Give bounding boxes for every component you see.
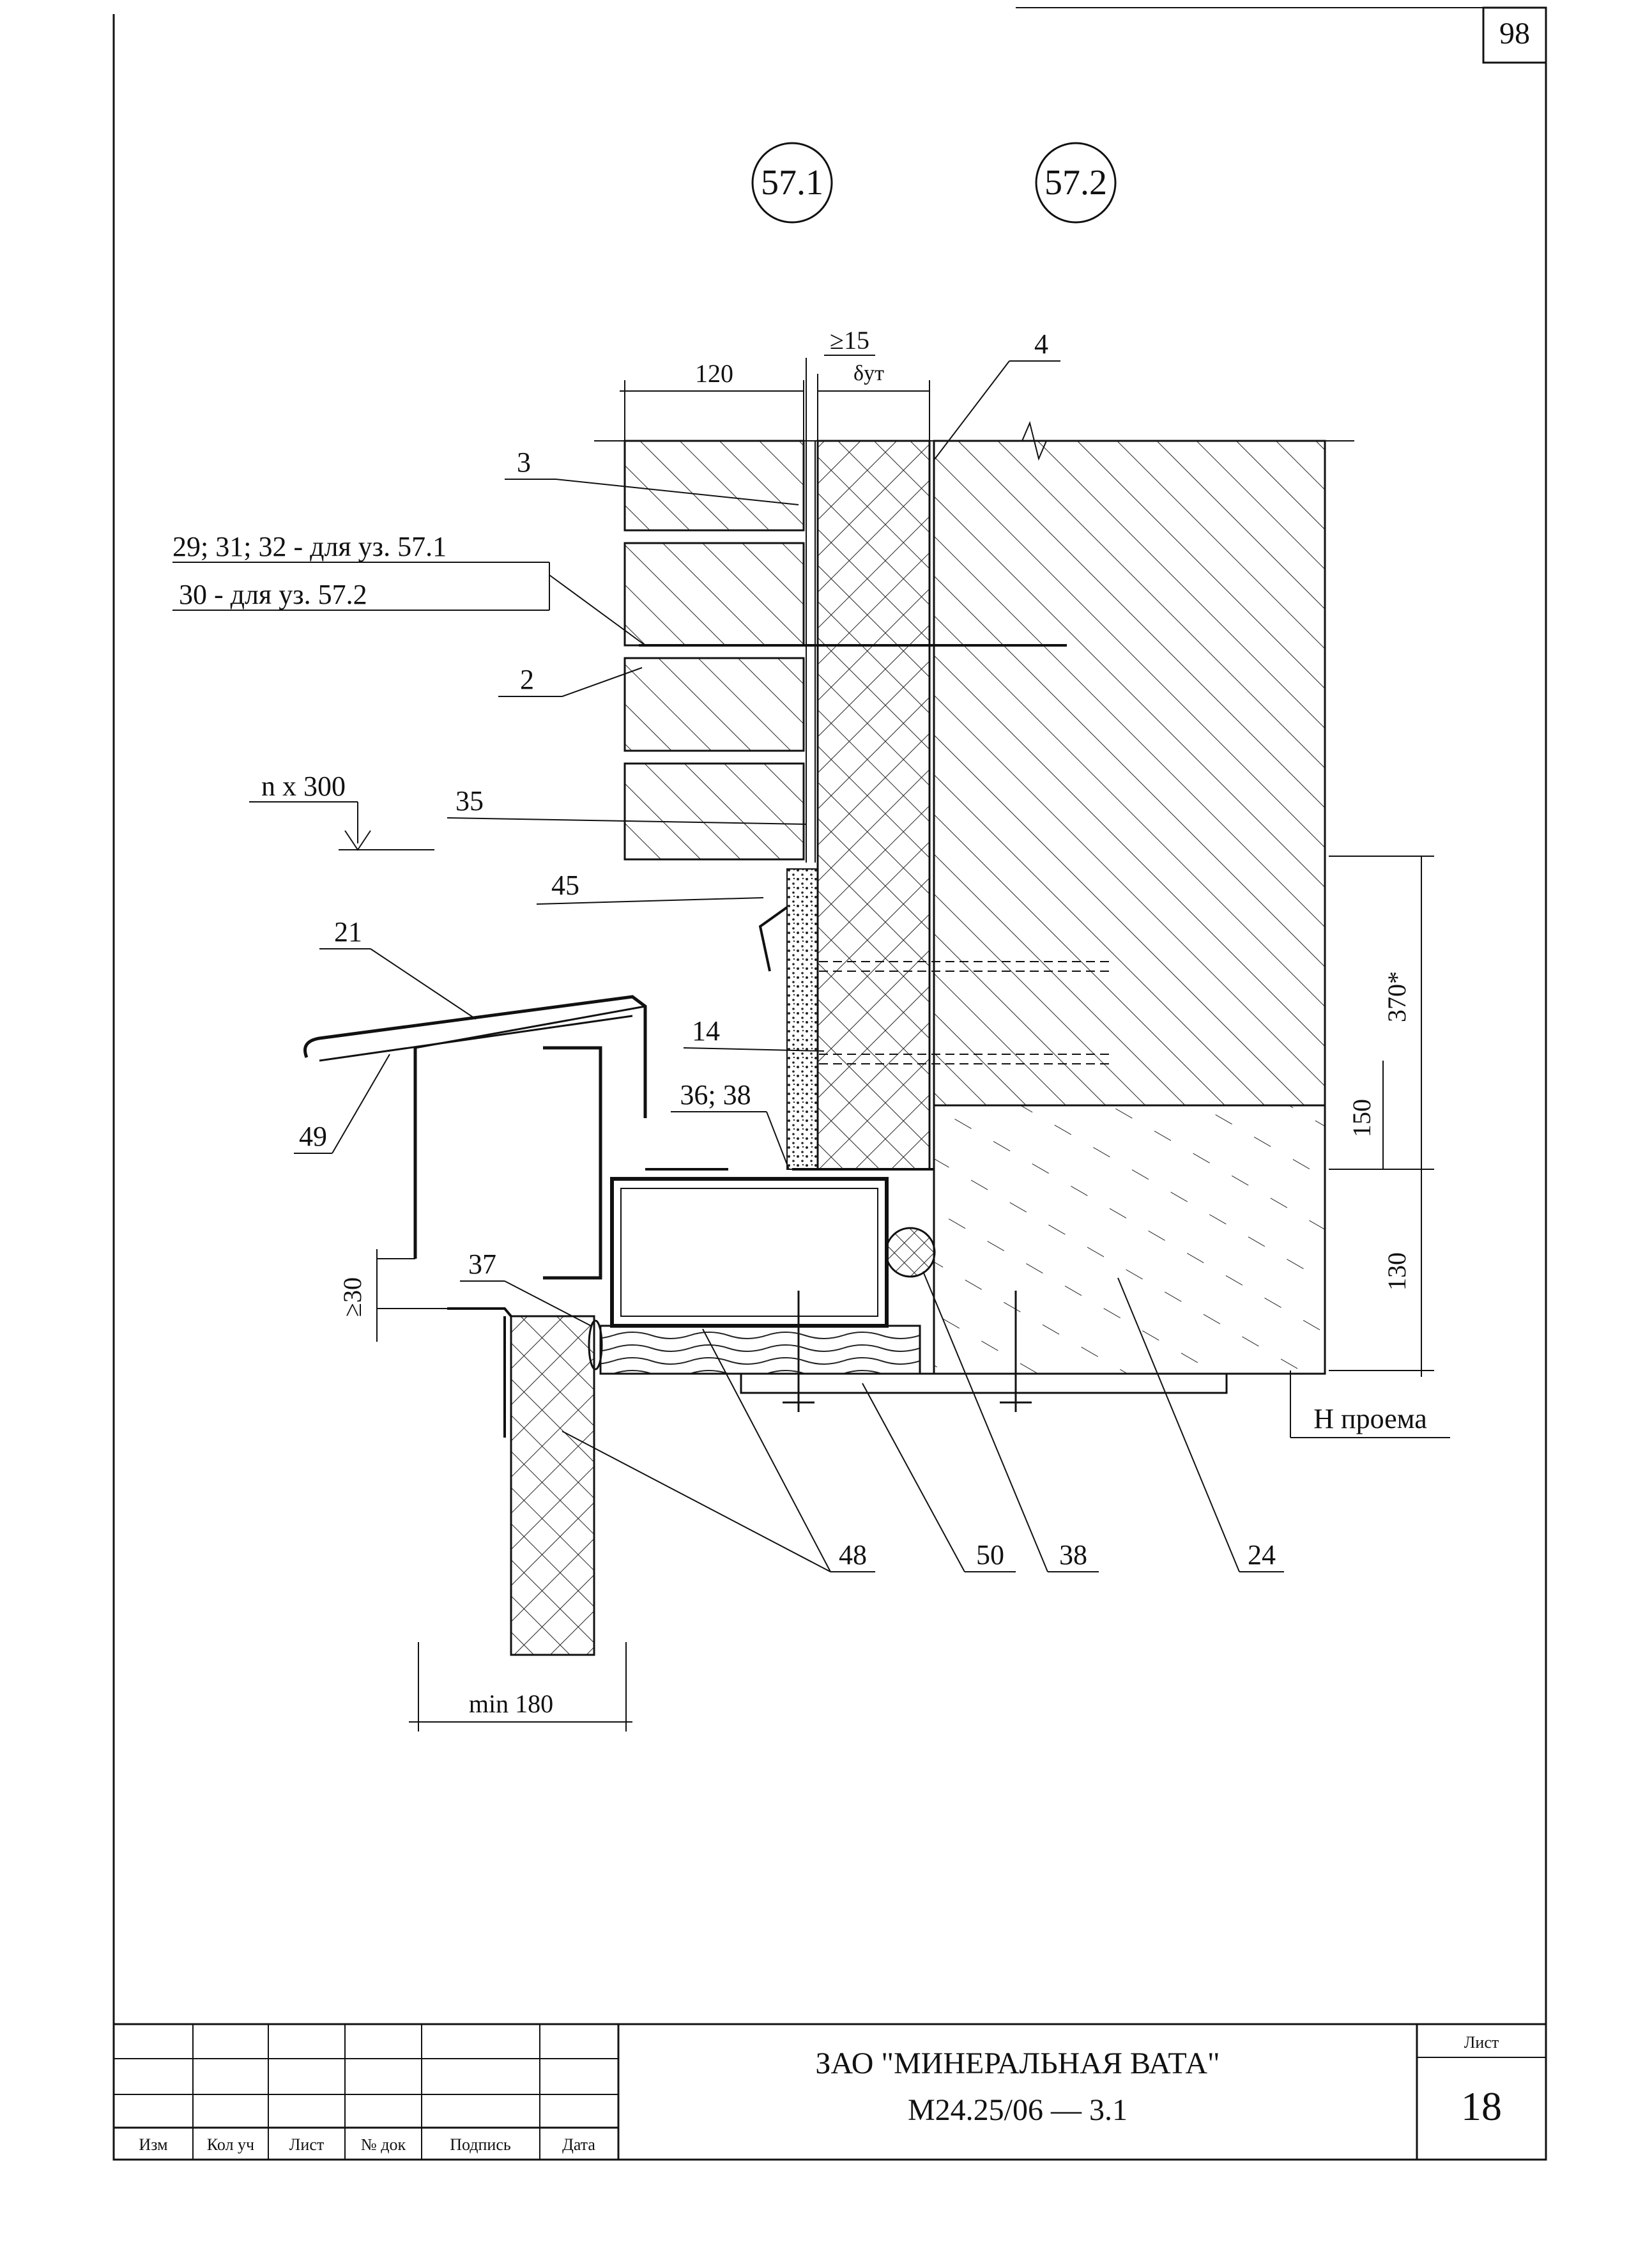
callout-50: 50	[976, 1539, 1004, 1571]
dimension-min-180: min 180	[409, 1642, 632, 1732]
sheet-label: Лист	[1464, 2033, 1499, 2052]
sill-flashing	[303, 906, 788, 1259]
level-marker: n x 300	[249, 771, 434, 851]
callout-48: 48	[839, 1539, 867, 1571]
company-name: ЗАО "МИНЕРАЛЬНАЯ ВАТА"	[815, 2047, 1220, 2080]
document-code: М24.25/06 — 3.1	[908, 2093, 1128, 2127]
opening-level-label: Н проема	[1313, 1403, 1426, 1434]
callout-2: 2	[520, 664, 534, 695]
col-list: Лист	[289, 2135, 324, 2154]
adhesive-strip	[786, 868, 818, 1170]
callout-38: 38	[1059, 1539, 1087, 1571]
page-number: 98	[1499, 17, 1530, 50]
callout-21: 21	[334, 916, 362, 948]
callouts: 3 4 29; 31; 32 - для уз. 57.1 30 - для у…	[172, 328, 1284, 1572]
callout-49: 49	[299, 1121, 327, 1152]
col-izm: Изм	[139, 2135, 167, 2154]
dimension-30-label: ≥30	[338, 1277, 367, 1317]
main-wall	[933, 440, 1326, 1107]
sandwich-panel	[447, 1307, 603, 1656]
callout-35: 35	[455, 785, 484, 817]
dimension-130-label: 130	[1382, 1252, 1411, 1291]
dimension-min-180-label: min 180	[469, 1689, 553, 1718]
dimension-120-label: 120	[695, 359, 733, 388]
callout-37: 37	[468, 1248, 496, 1280]
lintel-block	[933, 1104, 1326, 1375]
node-ref-57-2: 57.2	[1035, 142, 1117, 224]
opening-level: Н проема	[1290, 1371, 1450, 1438]
dimension-150-label: 150	[1347, 1099, 1376, 1137]
col-ndok: № док	[361, 2135, 406, 2154]
callout-4: 4	[1034, 328, 1048, 360]
anchors	[639, 644, 1112, 1064]
callout-45: 45	[551, 870, 579, 901]
node-ref-57-1: 57.1	[751, 142, 833, 224]
dimension-370-label: 370*	[1382, 971, 1411, 1022]
dimension-dut-label: δут	[853, 362, 884, 385]
dimension-30: ≥30	[338, 1249, 447, 1342]
insulation-layer	[806, 440, 931, 1171]
callout-3: 3	[517, 447, 531, 478]
dimension-120: 120	[620, 359, 804, 441]
wood-sill	[599, 1325, 1228, 1394]
page-number-box: 98	[1482, 6, 1547, 64]
callout-note-1: 29; 31; 32 - для уз. 57.1	[172, 531, 447, 562]
callout-36-38: 36; 38	[680, 1079, 751, 1110]
dimension-130: 130	[1329, 1169, 1434, 1377]
dimension-150: 150	[1329, 1061, 1434, 1170]
callout-note-2: 30 - для уз. 57.2	[179, 579, 367, 610]
top-line	[594, 420, 1354, 461]
col-data: Дата	[562, 2135, 595, 2154]
brick-facing	[623, 440, 805, 861]
callout-14: 14	[692, 1015, 720, 1047]
title-block: Изм Кол уч Лист № док Подпись Дата ЗАО "…	[112, 2023, 1547, 2161]
dimension-15: ≥15 δут	[806, 326, 930, 441]
node-ref-57-2-label: 57.2	[1044, 163, 1107, 203]
node-ref-57-1-label: 57.1	[761, 163, 823, 203]
col-kol-uch: Кол уч	[207, 2135, 254, 2154]
dimension-370: 370*	[1329, 856, 1434, 1169]
dimension-15-label: ≥15	[830, 326, 869, 355]
col-podpis: Подпись	[450, 2135, 511, 2154]
callout-24: 24	[1248, 1539, 1276, 1571]
sheet-number: 18	[1461, 2084, 1502, 2129]
level-marker-label: n x 300	[261, 771, 346, 802]
